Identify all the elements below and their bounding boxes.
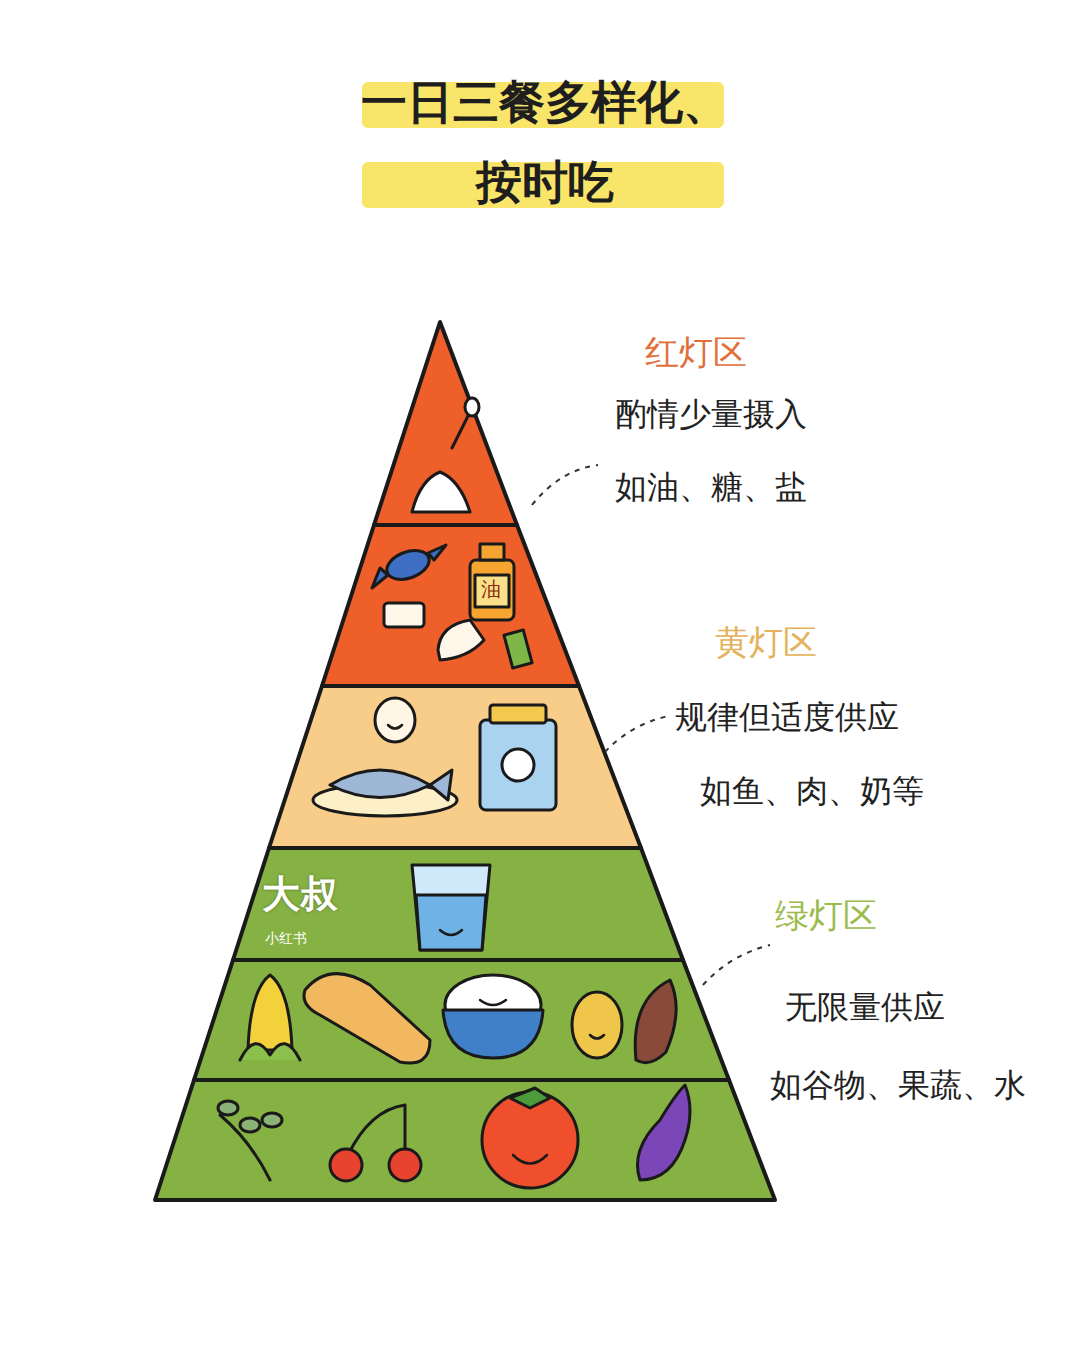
- zone-note: 无限量供应: [785, 988, 945, 1026]
- bottle-label: 油: [481, 577, 501, 601]
- zone-example: 如油、糖、盐: [615, 468, 807, 506]
- food-icons: [218, 398, 690, 1188]
- smiley-faces: [388, 725, 604, 1164]
- zone-heading: 红灯区: [645, 332, 747, 373]
- zone-example: 如谷物、果蔬、水: [770, 1066, 1026, 1104]
- zone-example: 如鱼、肉、奶等: [700, 772, 924, 810]
- zone-note: 酌情少量摄入: [615, 395, 807, 433]
- watermark: 小红书: [265, 930, 307, 947]
- zone-heading: 绿灯区: [775, 895, 877, 936]
- pyramid-bands: [155, 322, 775, 1200]
- title: 一日三餐多样化、 按时吃: [340, 62, 750, 222]
- zone-heading: 黄灯区: [715, 622, 817, 663]
- watermark: 大叔: [262, 872, 338, 918]
- zone-note: 规律但适度供应: [675, 698, 899, 736]
